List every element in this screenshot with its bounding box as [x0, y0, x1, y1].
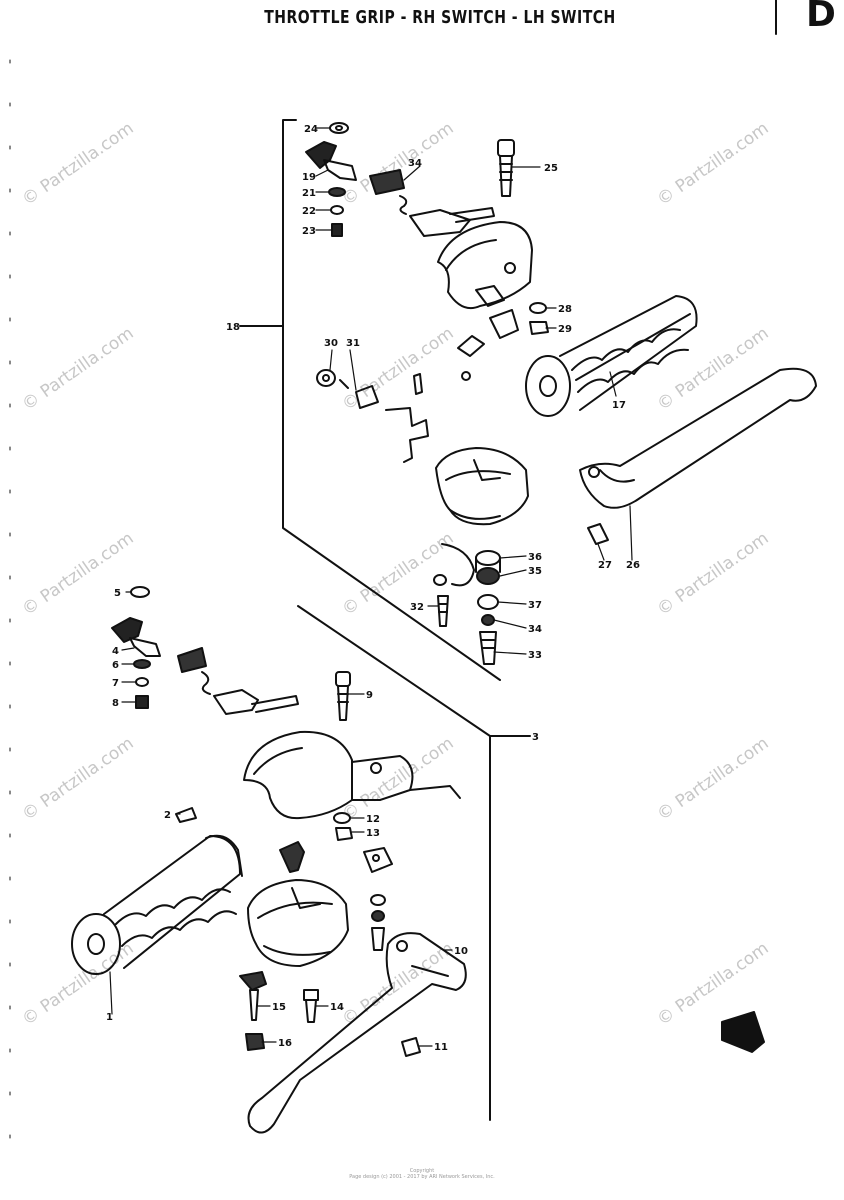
callout-18: 18: [226, 322, 240, 333]
callout-12: 12: [366, 814, 380, 825]
section-letter: D: [806, 0, 836, 35]
washer: [370, 894, 386, 906]
small-pin: [413, 373, 423, 395]
lh-switch-lower-housing: [247, 879, 349, 967]
callout-28: 28: [558, 304, 572, 315]
callout-2: 2: [164, 810, 171, 821]
direction-arrow: [721, 1011, 765, 1053]
callout-32: 32: [410, 602, 424, 613]
callout-29: 29: [558, 324, 572, 335]
part-23-screw: [331, 223, 343, 237]
part-13-nut: [335, 827, 353, 841]
part-32-screw: [437, 595, 449, 627]
footer-line-1: Copyright: [409, 1168, 435, 1174]
callout-24: 24: [304, 124, 318, 135]
part-17-throttle-grip: [525, 295, 698, 417]
part-16-nut: [245, 1033, 265, 1051]
callout-10: 10: [454, 946, 468, 957]
callout-34-lower: 34: [528, 624, 542, 635]
callout-36: 36: [528, 552, 542, 563]
callout-6: 6: [112, 660, 119, 671]
part-9-screw: [335, 671, 351, 721]
part-10-clutch-lever: [247, 932, 467, 1134]
callout-14: 14: [330, 1002, 344, 1013]
lh-contact: [177, 647, 299, 715]
part-25-screw: [497, 139, 515, 197]
callout-16: 16: [278, 1038, 292, 1049]
callout-27: 27: [598, 560, 612, 571]
small-ball: [461, 371, 471, 381]
part-22-spring: [330, 205, 344, 215]
part-7-spring: [135, 677, 149, 687]
lh-switch-upper-housing: [243, 730, 461, 820]
callout-26: 26: [626, 560, 640, 571]
nut: [371, 910, 385, 922]
part-6-washer: [133, 659, 151, 669]
part-27-clip: [587, 523, 609, 545]
contact-bracket: [279, 841, 393, 873]
callout-22: 22: [302, 206, 316, 217]
callout-33: 33: [528, 650, 542, 661]
callout-34-upper: 34: [408, 158, 422, 169]
footer-line-2: Page design (c) 2001 - 2017 by ARI Netwo…: [349, 1174, 495, 1180]
callout-35: 35: [528, 566, 542, 577]
callout-13: 13: [366, 828, 380, 839]
part-29-nut: [529, 321, 549, 335]
callout-19: 19: [302, 172, 316, 183]
callout-30: 30: [324, 338, 338, 349]
rh-switch-lower-housing: [435, 447, 529, 526]
part-34-contact: [369, 169, 495, 237]
callout-15: 15: [272, 1002, 286, 1013]
part-30-31-screws: [316, 369, 379, 409]
rh-switch-bracket: [239, 119, 501, 681]
callout-11: 11: [434, 1042, 448, 1053]
part-8-screw: [135, 695, 149, 709]
callout-17: 17: [612, 400, 626, 411]
part-2-clip: [175, 807, 197, 823]
part-28-nut: [529, 302, 547, 314]
diagram-title: THROTTLE GRIP - RH SWITCH - LH SWITCH: [264, 8, 616, 28]
callout-21: 21: [302, 188, 316, 199]
callout-3: 3: [532, 732, 539, 743]
callout-5: 5: [114, 588, 121, 599]
part-15-wingbolt: [239, 971, 267, 1021]
callout-23: 23: [302, 226, 316, 237]
callout-8: 8: [112, 698, 119, 709]
wire-clip: [385, 407, 429, 463]
lh-switch-bracket: [297, 605, 531, 1121]
part-26-brake-lever: [579, 367, 817, 509]
callout-31: 31: [346, 338, 360, 349]
contact-plate: [457, 335, 485, 357]
callout-25: 25: [544, 163, 558, 174]
callout-1: 1: [106, 1012, 113, 1023]
footer-copyright: Copyright Page design (c) 2001 - 2017 by…: [322, 1168, 522, 1180]
part-12-nut: [333, 812, 351, 824]
part-24-nut: [329, 122, 349, 134]
callout-4: 4: [112, 646, 119, 657]
rh-switch-upper-housing: [437, 221, 533, 339]
part-14-bolt: [303, 989, 319, 1023]
callout-37: 37: [528, 600, 542, 611]
part-4-switch-lever: [111, 617, 161, 657]
screw: [371, 927, 385, 951]
part-11-clip: [401, 1037, 421, 1057]
part-5-nut: [130, 586, 150, 598]
callout-9: 9: [366, 690, 373, 701]
part-21-washer: [328, 187, 346, 197]
callout-7: 7: [112, 678, 119, 689]
part-1-grip: [71, 834, 243, 975]
part-19-switch-lever: [305, 141, 357, 181]
